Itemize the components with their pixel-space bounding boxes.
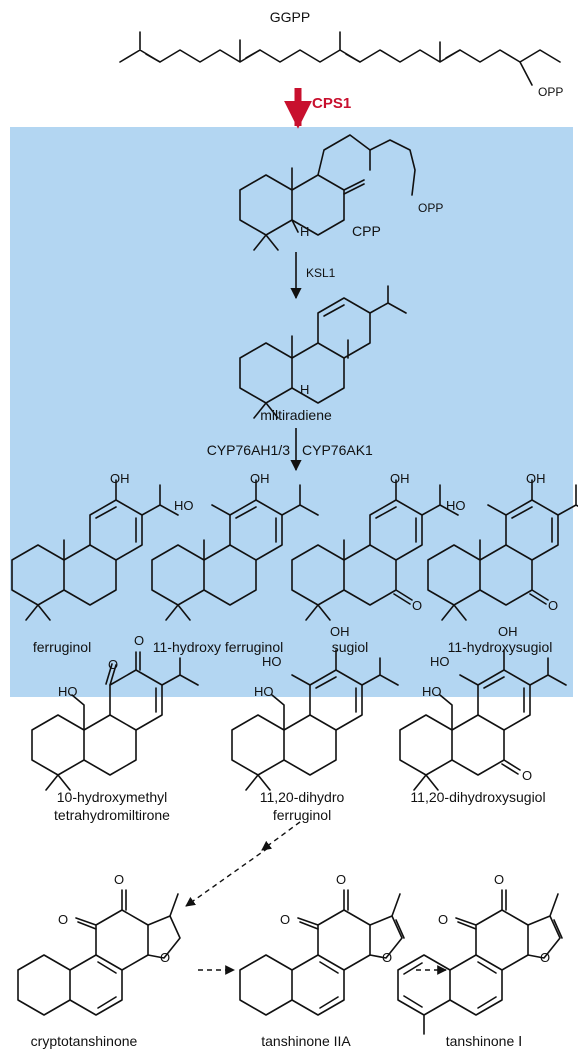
hydroxy-ferruginol-structure <box>151 479 319 621</box>
dihydro-ferruginol-structure <box>231 649 399 791</box>
dhs-oh: OH <box>498 624 518 639</box>
dhs-ho1: HO <box>430 654 450 669</box>
t1-o1: O <box>494 872 504 887</box>
tanshinone-i-structure <box>397 889 563 1035</box>
hydroxy-ferruginol-label: 11-hydroxy ferruginol <box>153 639 283 655</box>
dhs-ho2: HO <box>422 684 442 699</box>
dashed-arrow-1 <box>261 821 301 851</box>
ggpp-opp: OPP <box>538 85 563 99</box>
cyp-right-label: CYP76AK1 <box>302 442 373 458</box>
hydroxy-ferruginol-ho: HO <box>174 498 194 513</box>
miltiradiene-structure <box>239 285 407 419</box>
htm-o1: O <box>108 657 118 672</box>
miltiradiene-label: miltiradiene <box>260 407 332 423</box>
hydroxysugiol-ho: HO <box>446 498 466 513</box>
dhf-ho1: HO <box>262 654 282 669</box>
htm-label-1: 10-hydroxymethyl <box>57 789 168 805</box>
hydroxysugiol-structure <box>427 479 578 621</box>
sugiol-oh: OH <box>390 471 410 486</box>
dihydroxysugiol-structure <box>399 649 567 791</box>
dhf-ho2: HO <box>254 684 274 699</box>
cpp-h: H <box>300 224 309 239</box>
dhf-oh: OH <box>330 624 350 639</box>
dhs-label: 11,20-dihydroxysugiol <box>410 789 545 805</box>
htm-ho: HO <box>58 684 78 699</box>
t1-o2: O <box>438 912 448 927</box>
htm-label-2: tetrahydromiltirone <box>54 807 170 823</box>
hydroxysugiol-oh: OH <box>526 471 546 486</box>
t1-o3: O <box>540 950 550 965</box>
dashed-arrow-2 <box>185 847 269 907</box>
ferruginol-label: ferruginol <box>33 639 91 655</box>
dhs-o: O <box>522 768 532 783</box>
hydroxymethyl-tetrahydromiltirone-structure <box>31 651 199 791</box>
tanshinone-iia-structure <box>239 889 405 1016</box>
ferruginol-structure <box>11 479 179 621</box>
crypto-o2: O <box>58 912 68 927</box>
dhf-label-2: ferruginol <box>273 807 331 823</box>
dhf-label-1: 11,20-dihydro <box>260 789 345 805</box>
t2a-o2: O <box>280 912 290 927</box>
cryptotanshinone-structure <box>17 889 181 1016</box>
sugiol-structure <box>291 479 459 621</box>
enzyme-panel <box>10 127 573 697</box>
t2a-o1: O <box>336 872 346 887</box>
ksl1-label: KSL1 <box>306 266 336 280</box>
sugiol-o: O <box>412 598 422 613</box>
ggpp-label: GGPP <box>270 9 310 25</box>
ggpp-structure <box>119 31 561 63</box>
miltiradiene-h: H <box>300 382 309 397</box>
cpp-label: CPP <box>352 223 381 239</box>
cpp-structure <box>239 134 416 251</box>
crypto-o3: O <box>160 950 170 965</box>
cryptotanshinone-label: cryptotanshinone <box>31 1033 138 1049</box>
crypto-o1: O <box>114 872 124 887</box>
cpp-opp: OPP <box>418 201 443 215</box>
sugiol-label: sugiol <box>332 639 369 655</box>
htm-o2: O <box>134 633 144 648</box>
cyp-left-label: CYP76AH1/3 <box>207 442 290 458</box>
hydroxy-ferruginol-oh: OH <box>250 471 270 486</box>
tanshinone-i-label: tanshinone Ⅰ <box>446 1033 523 1049</box>
tanshinone-iia-label: tanshinone IIA <box>261 1033 351 1049</box>
t2a-o3: O <box>382 950 392 965</box>
hydroxysugiol-label: 11-hydroxysugiol <box>448 639 553 655</box>
cps1-label: CPS1 <box>312 95 351 112</box>
hydroxysugiol-o: O <box>548 598 558 613</box>
ferruginol-oh: OH <box>110 471 130 486</box>
